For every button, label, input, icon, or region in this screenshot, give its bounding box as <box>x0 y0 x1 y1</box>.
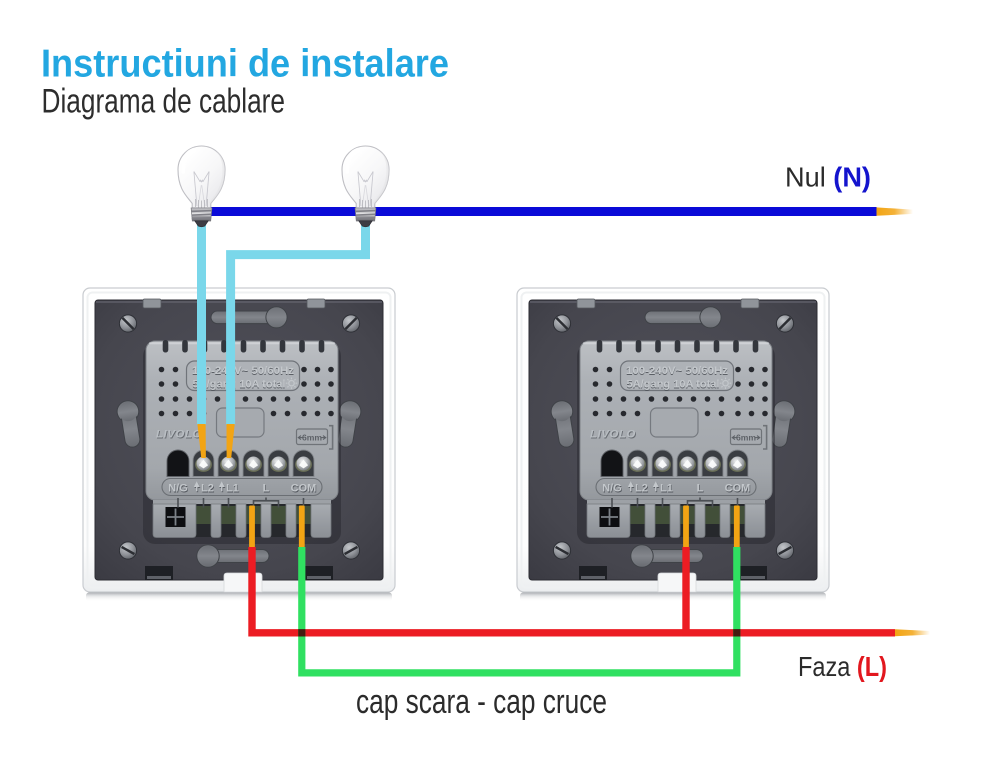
phase-label-symbol: (L) <box>857 651 887 682</box>
phase-wire-tip <box>895 629 930 637</box>
switch-2 <box>515 286 831 594</box>
wire-cross-overlap-2 <box>733 629 741 637</box>
phase-wire <box>248 547 895 637</box>
caption: cap scara - cap cruce <box>356 683 607 721</box>
lamp-wire-2 <box>226 220 370 425</box>
phase-label: Faza (L) <box>798 651 887 682</box>
neutral-label-name: Nul <box>785 162 833 193</box>
neutral-wire-tip <box>876 207 913 216</box>
switch-1-shadow <box>86 592 392 602</box>
neutral-wire <box>193 207 877 216</box>
switch-2-shadow <box>520 592 826 602</box>
traveller-tip-switch1 <box>298 505 305 548</box>
traveller-wire <box>298 547 741 677</box>
neutral-label-symbol: (N) <box>833 162 871 193</box>
phase-tip-switch1 <box>249 505 255 548</box>
page-subtitle: Diagrama de cablare <box>42 83 286 121</box>
wire-cross-overlap-1 <box>298 629 306 637</box>
phase-tip-switch2 <box>683 505 689 548</box>
neutral-label: Nul (N) <box>785 162 871 193</box>
phase-label-name: Faza <box>798 651 857 682</box>
lamp-wire-1-tip <box>197 424 206 458</box>
page-title: Instructiuni de instalare <box>41 43 449 86</box>
switch-1 <box>81 286 397 594</box>
traveller-tip-switch2 <box>733 505 740 548</box>
lamp-wire-2-tip <box>226 424 235 458</box>
